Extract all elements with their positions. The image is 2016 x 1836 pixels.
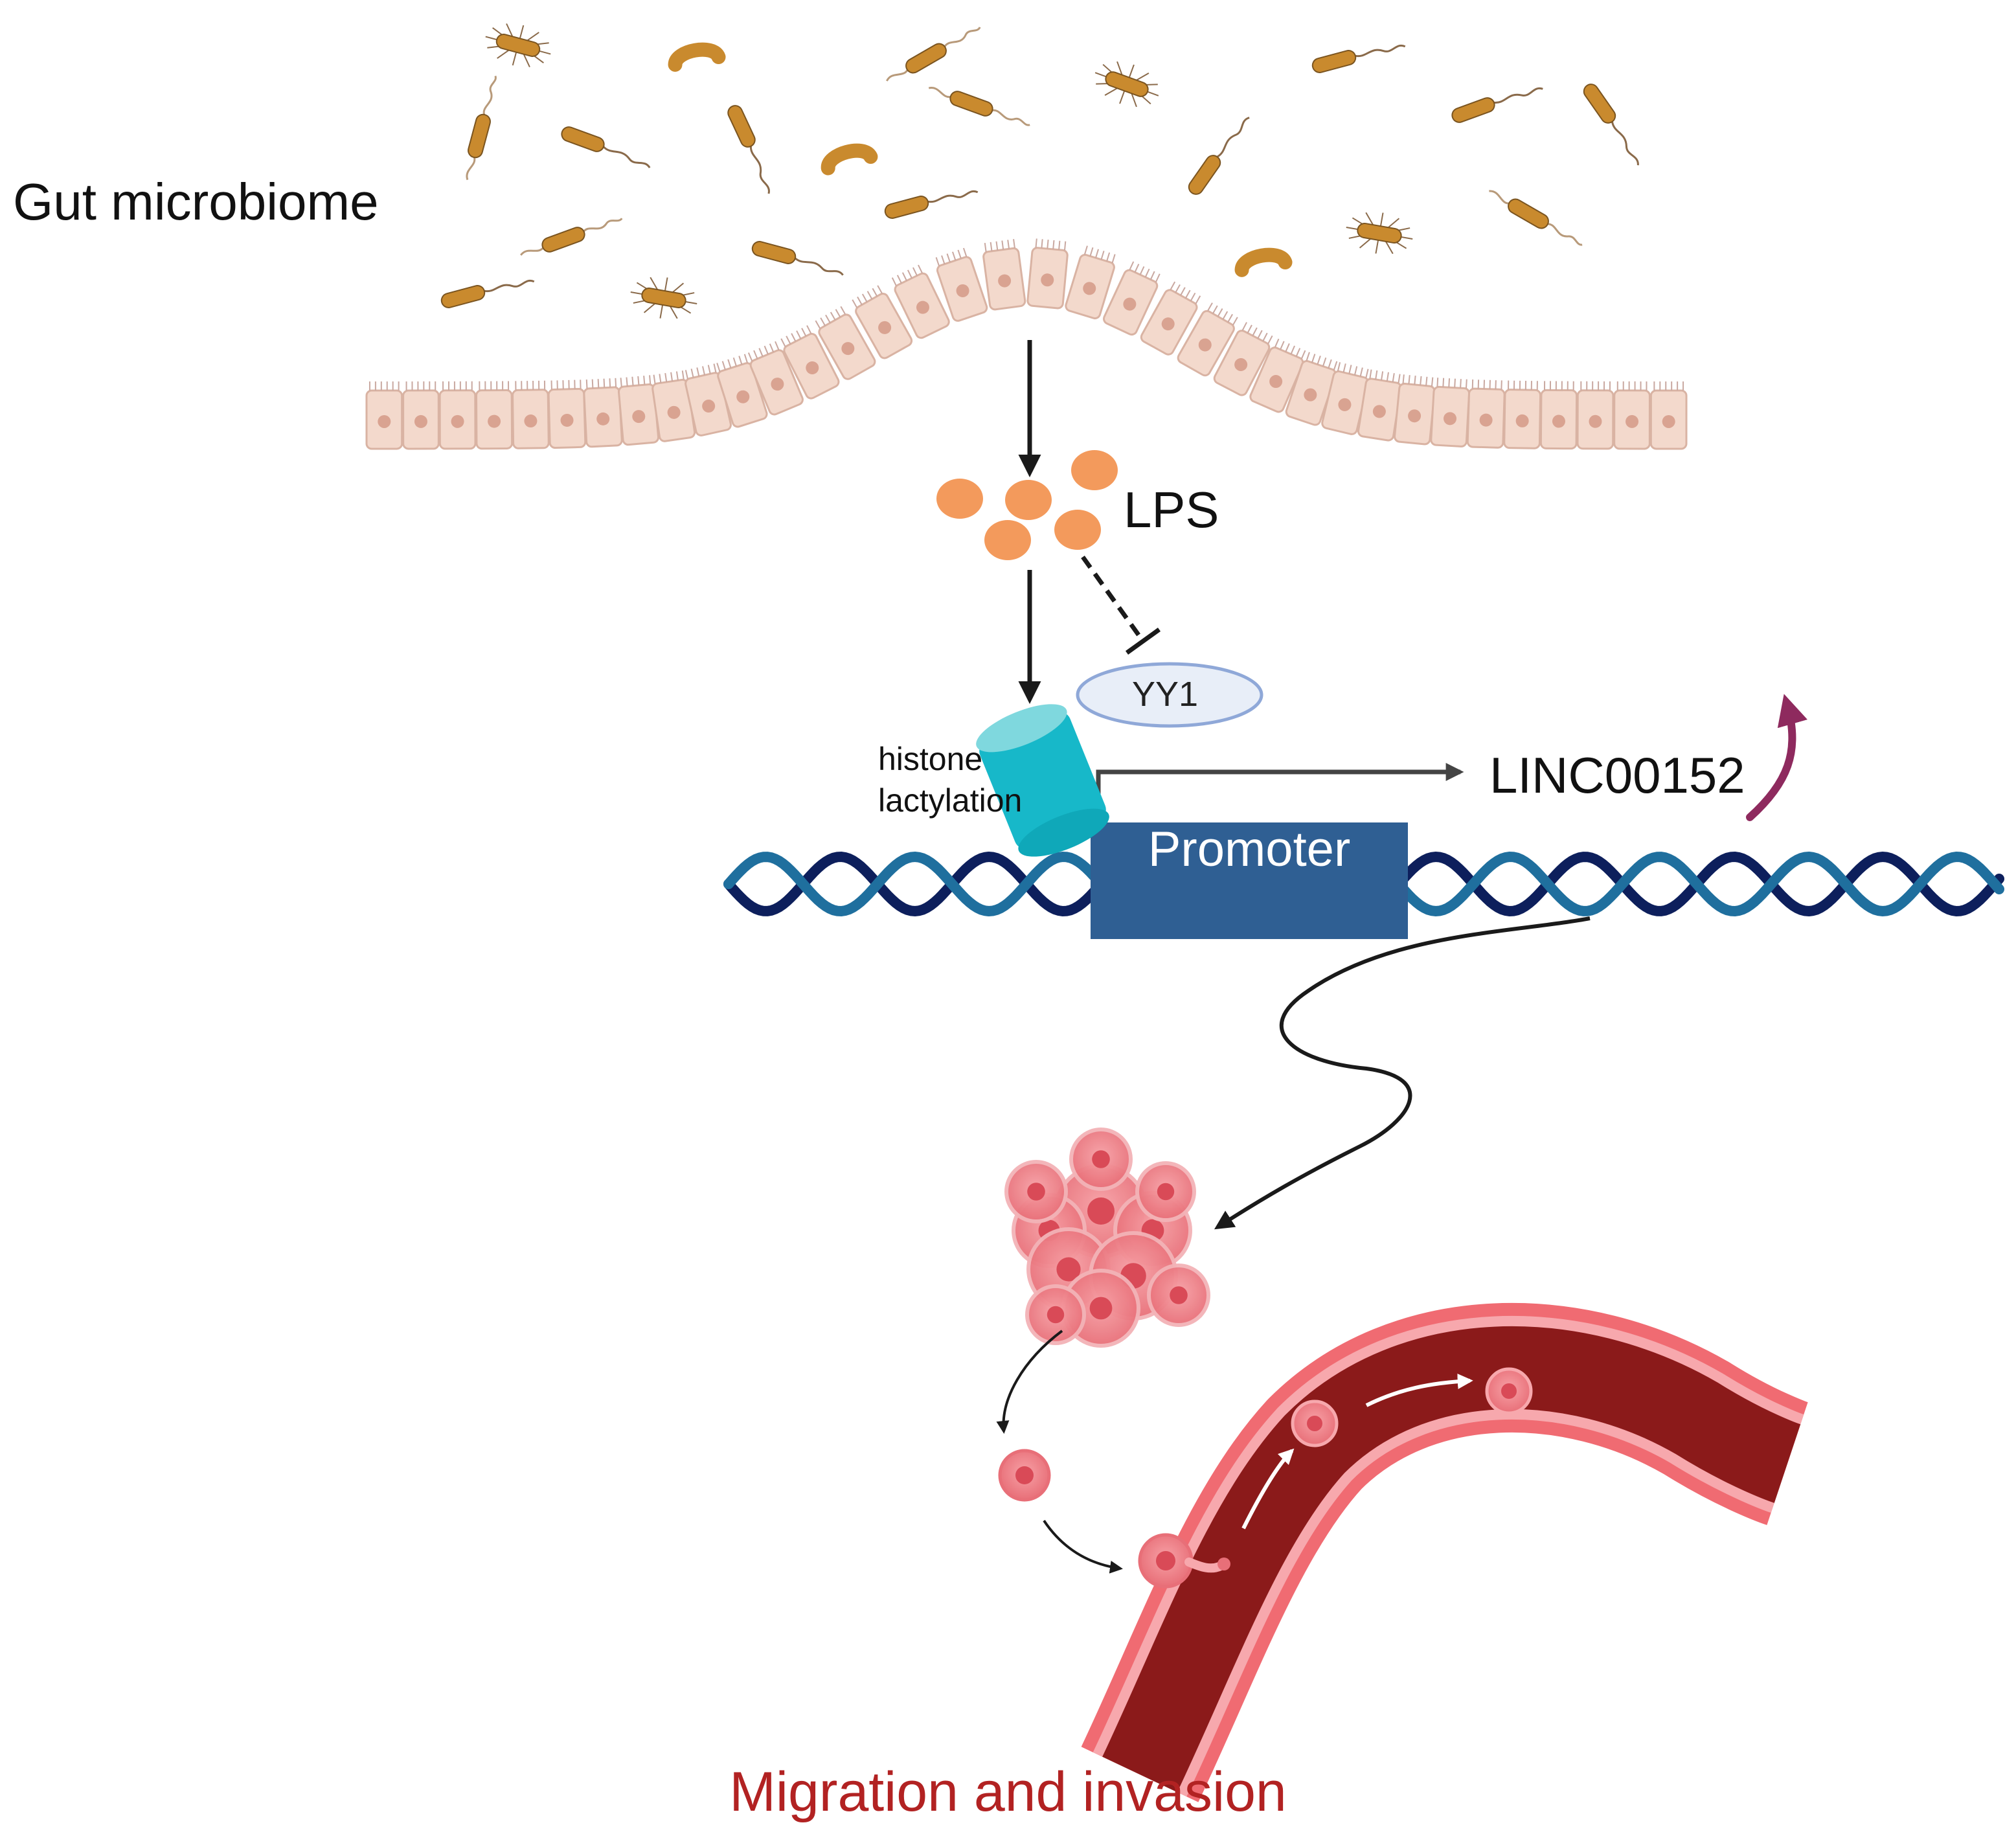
epithelial-layer-icon [367, 238, 1686, 449]
bacterium-icon [674, 47, 719, 65]
intravasation-arrow [1044, 1521, 1120, 1569]
tumor-cluster-icon [1006, 1129, 1208, 1346]
bacterium-icon [926, 82, 1032, 131]
bacterium-icon [726, 104, 779, 196]
lps-particle-icon [936, 450, 1118, 560]
bacterium-icon [751, 240, 846, 278]
migrating-cell-icon [1000, 1451, 1049, 1500]
rna-to-tumor-line [1218, 918, 1590, 1227]
blood-vessel-icon [1140, 1368, 1787, 1774]
bacterium-icon [460, 74, 502, 181]
bacterium-icon [1186, 111, 1252, 197]
bacterium-icon [518, 212, 624, 262]
bacterium-icon [883, 21, 984, 87]
histone-lactylation-label: histone lactylation [878, 738, 1022, 821]
bacterium-icon [627, 271, 701, 324]
yy1-label: YY1 [1132, 677, 1198, 712]
linc00152-label: LINC00152 [1489, 750, 1745, 800]
lps-label: LPS [1124, 484, 1219, 535]
bacterium-icon [1311, 36, 1406, 74]
bacterium-icon [480, 17, 556, 74]
bacterium-icon [560, 125, 653, 171]
bacterium-icon [1342, 207, 1416, 259]
bacterium-icon [883, 181, 979, 220]
bacterium-icon [1450, 78, 1544, 124]
promoter-label: Promoter [1091, 825, 1408, 874]
bacterium-icon [440, 271, 535, 309]
up-arrow-icon [1750, 706, 1793, 817]
gut-microbiome-label: Gut microbiome [13, 176, 379, 228]
bacterium-icon [1240, 252, 1285, 270]
bacterium-icon [825, 146, 870, 168]
inhibition-bar [1127, 629, 1159, 653]
migration-invasion-label: Migration and invasion [0, 1764, 2016, 1820]
lps-inhibits-yy1-line [1083, 557, 1143, 641]
transcription-arrow [1098, 772, 1460, 824]
bacterium-icon [1581, 82, 1647, 167]
bacterium-icon [1088, 53, 1166, 115]
detach-arrow [1004, 1331, 1062, 1431]
bacterium-icon [1486, 185, 1586, 251]
